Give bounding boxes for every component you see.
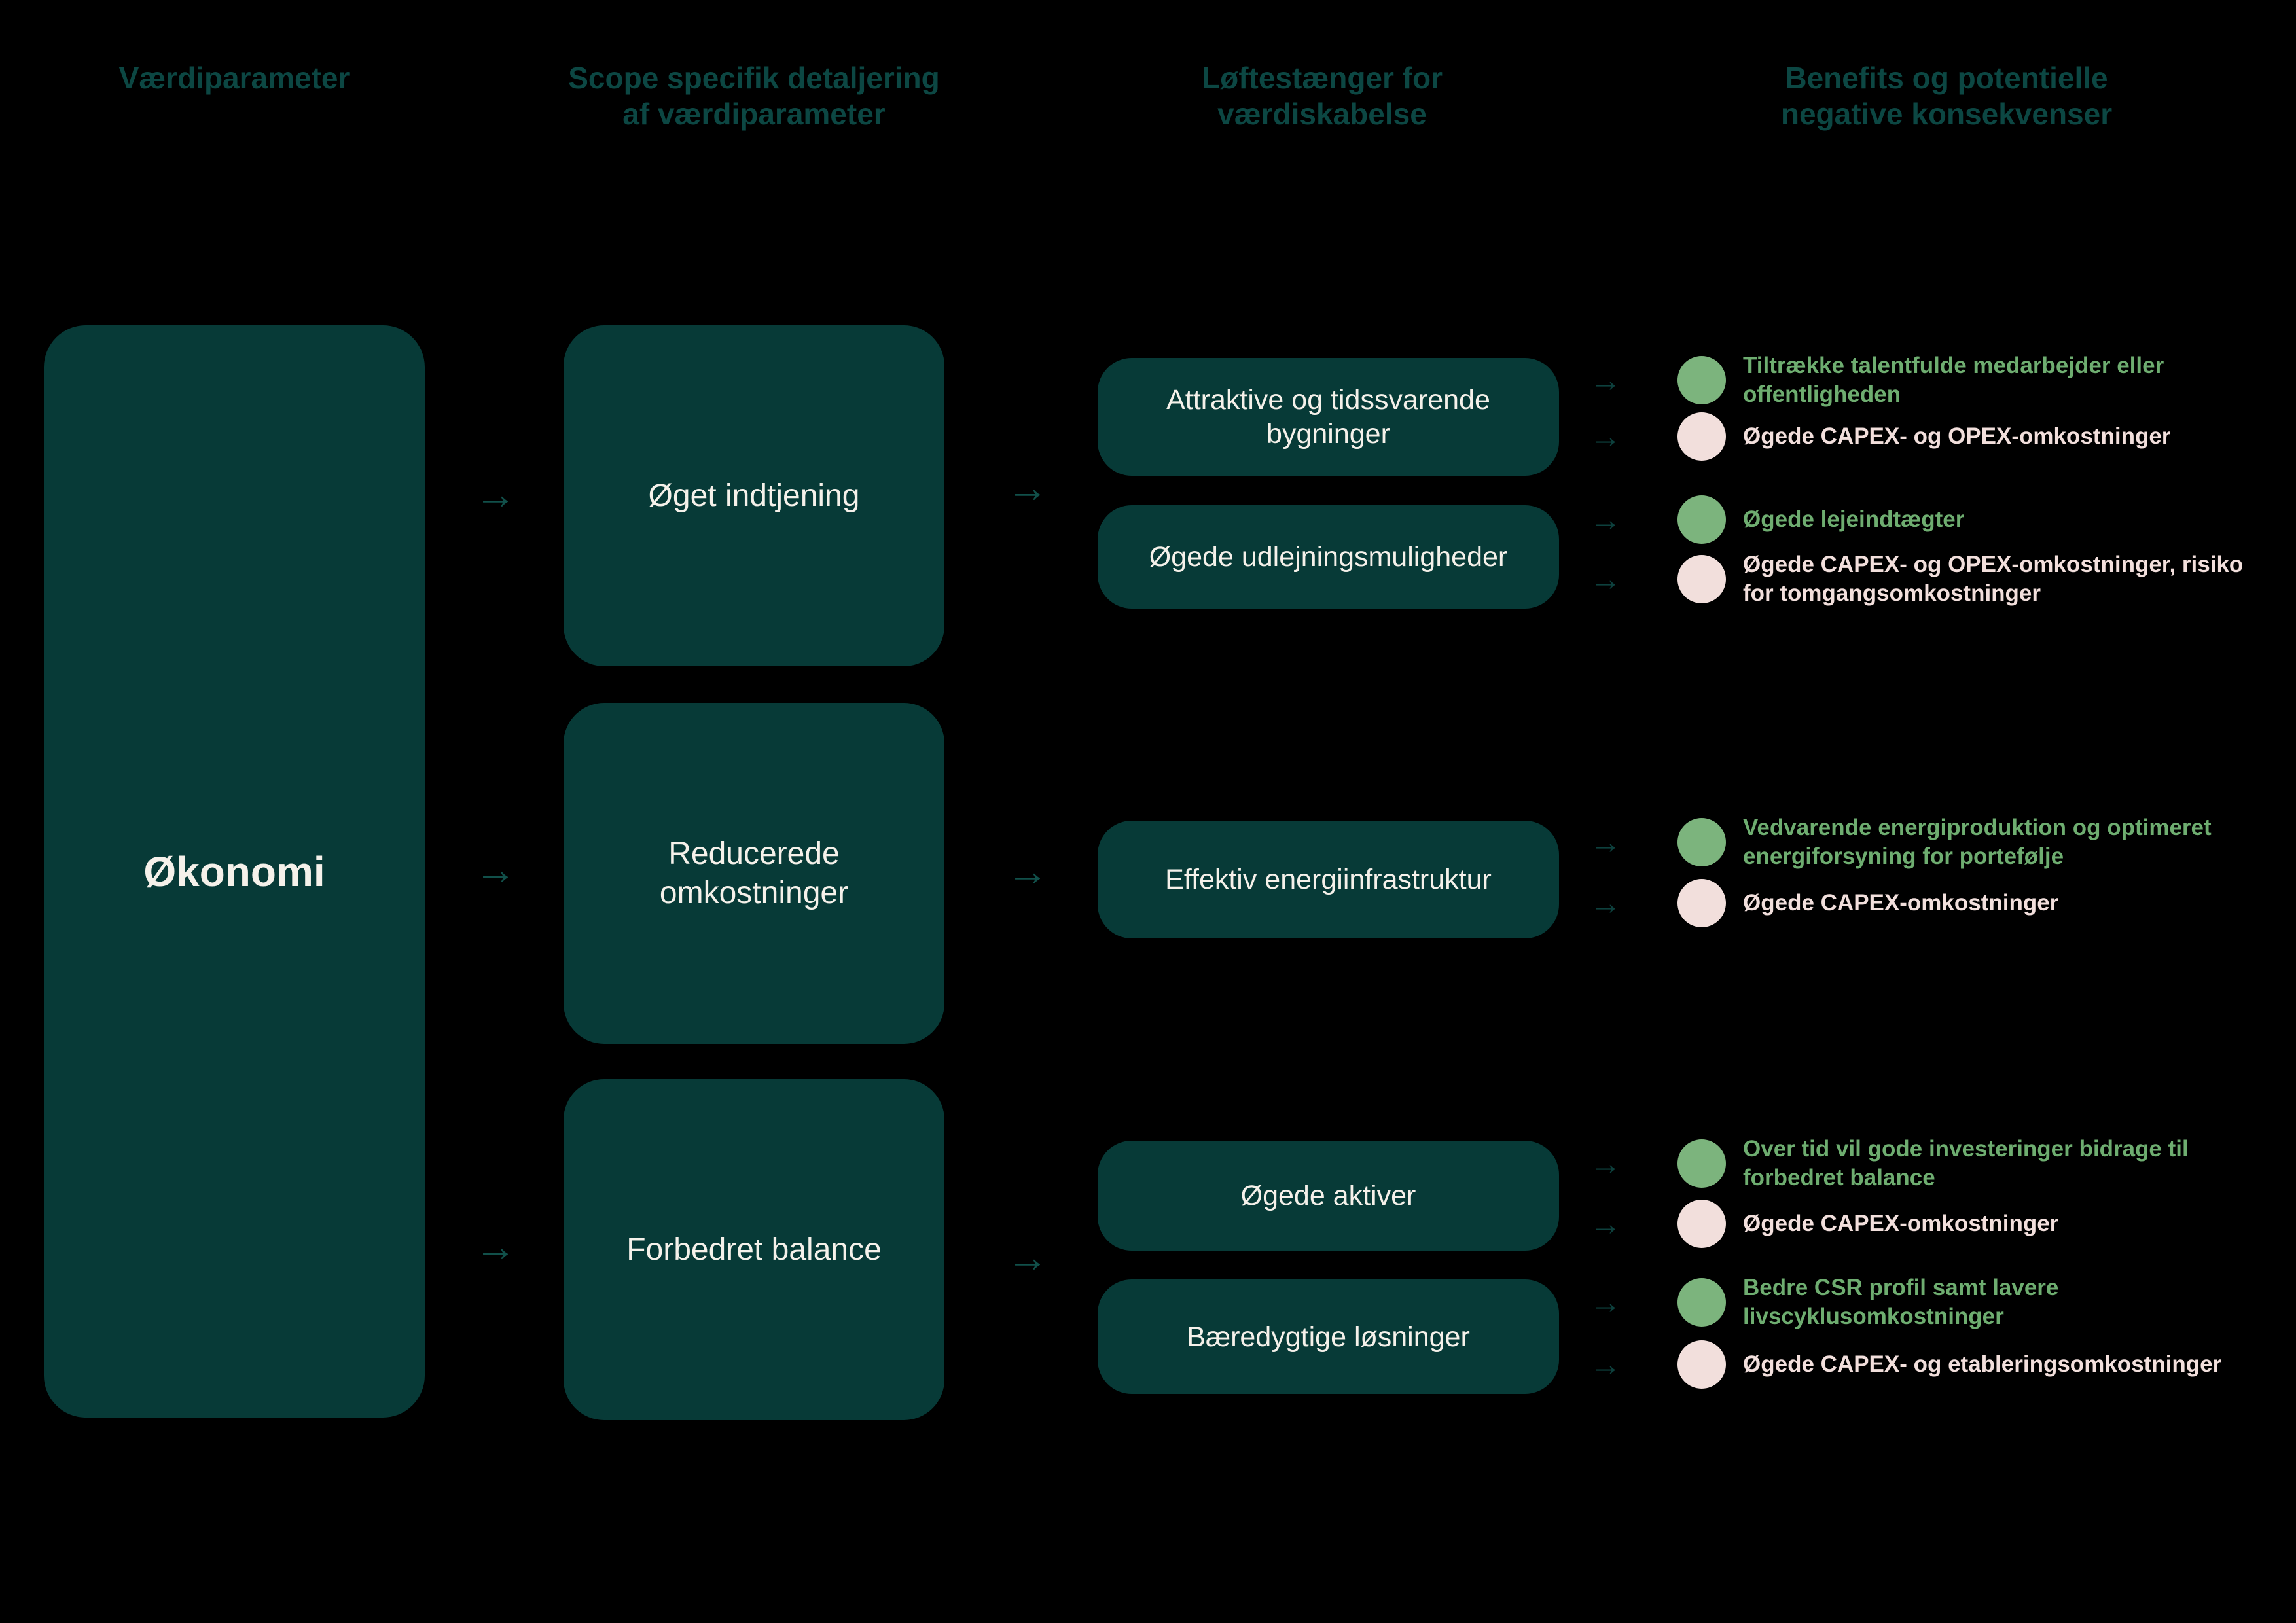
benefit-arrow-icon: → (1589, 501, 1622, 538)
flow-arrow-icon: → (1007, 1234, 1049, 1281)
benefit-row: → Over tid vil gode investeringer bidrag… (1589, 1135, 2270, 1192)
benefit-row: → Øgede CAPEX- og etableringsomkostninge… (1589, 1340, 2270, 1389)
positive-benefit-dot (1677, 1139, 1726, 1188)
benefit-arrow-icon: → (1589, 885, 1622, 921)
lever-box-attraktive-bygninger: Attraktive og tidssvarende bygninger (1098, 358, 1559, 476)
benefit-row: → Øgede lejeindtægter (1589, 495, 2270, 544)
benefit-text: Øgede CAPEX- og etableringsomkostninger (1743, 1351, 2222, 1377)
value-parameter-label: Økonomi (143, 847, 325, 895)
benefit-text: Øgede CAPEX-omkostninger (1743, 890, 2059, 916)
header-value-parameter: Værdiparameter (118, 61, 350, 95)
benefit-arrow-icon: → (1589, 362, 1622, 399)
header-scope-detail: Scope specifik detaljering af værdiparam… (568, 61, 940, 131)
lever-label: Øgede aktiver (1240, 1180, 1416, 1211)
scope-box-reducerede-omkostninger: Reducerede omkostninger (564, 703, 944, 1044)
lever-box-energiinfrastruktur: Effektiv energiinfrastruktur (1098, 821, 1559, 938)
benefit-row: → Bedre CSR profil samt lavere livscyklu… (1589, 1274, 2270, 1331)
flow-arrow-icon: → (475, 846, 516, 894)
benefit-text: Øgede CAPEX- og OPEX-omkostninger, risik… (1743, 552, 2244, 606)
lever-label: Effektiv energiinfrastruktur (1165, 864, 1492, 895)
positive-benefit-dot (1677, 356, 1726, 404)
flow-arrow-icon: → (475, 471, 516, 518)
benefit-arrow-icon: → (1589, 1284, 1622, 1321)
negative-benefit-dot (1677, 555, 1726, 603)
lever-box-udlejningsmuligheder: Øgede udlejningsmuligheder (1098, 505, 1559, 609)
scope-box-forbedret-balance: Forbedret balance (564, 1079, 944, 1420)
scope-label: Reducerede omkostninger (659, 836, 849, 910)
scope-label: Forbedret balance (626, 1232, 882, 1267)
benefit-arrow-icon: → (1589, 561, 1622, 597)
scope-box-oget-indtjening: Øget indtjening (564, 325, 944, 666)
lever-label: Bæredygtige løsninger (1187, 1321, 1470, 1353)
benefit-row: → Øgede CAPEX- og OPEX-omkostninger (1589, 412, 2270, 461)
benefit-text: Over tid vil gode investeringer bidrage … (1743, 1136, 2189, 1190)
benefit-text: Bedre CSR profil samt lavere livscykluso… (1743, 1275, 2059, 1329)
benefit-text: Øgede lejeindtægter (1743, 507, 1965, 532)
negative-benefit-dot (1677, 412, 1726, 461)
negative-benefit-dot (1677, 1200, 1726, 1248)
flow-arrow-icon: → (1007, 464, 1049, 512)
benefit-row: → Tiltrække talentfulde medarbejder elle… (1589, 351, 2270, 409)
positive-benefit-dot (1677, 1278, 1726, 1327)
benefit-text: Tiltrække talentfulde medarbejder eller … (1743, 353, 2164, 407)
benefit-text: Vedvarende energiproduktion og optimeret… (1743, 815, 2212, 869)
benefit-row: → Øgede CAPEX- og OPEX-omkostninger, ris… (1589, 550, 2270, 608)
benefit-text: Øgede CAPEX-omkostninger (1743, 1211, 2059, 1236)
lever-box-ogede-aktiver: Øgede aktiver (1098, 1141, 1559, 1251)
benefit-arrow-icon: → (1589, 1145, 1622, 1182)
benefit-arrow-icon: → (1589, 418, 1622, 455)
benefit-arrow-icon: → (1589, 1205, 1622, 1242)
lever-label: Øgede udlejningsmuligheder (1149, 541, 1508, 573)
benefit-arrow-icon: → (1589, 1346, 1622, 1383)
positive-benefit-dot (1677, 818, 1726, 866)
header-levers: Løftestænger for værdiskabelse (1202, 61, 1443, 131)
benefit-text: Øgede CAPEX- og OPEX-omkostninger (1743, 423, 2171, 449)
flow-arrow-icon: → (475, 1223, 516, 1271)
benefit-row: → Øgede CAPEX-omkostninger (1589, 879, 2270, 927)
benefit-row: → Øgede CAPEX-omkostninger (1589, 1200, 2270, 1248)
benefit-row: → Vedvarende energiproduktion og optimer… (1589, 813, 2270, 871)
lever-label: Attraktive og tidssvarende bygninger (1166, 384, 1490, 450)
scope-label: Øget indtjening (648, 478, 860, 513)
negative-benefit-dot (1677, 1340, 1726, 1389)
benefit-arrow-icon: → (1589, 824, 1622, 861)
lever-box-baeredygtige-losninger: Bæredygtige løsninger (1098, 1279, 1559, 1394)
positive-benefit-dot (1677, 495, 1726, 544)
header-benefits: Benefits og potentielle negative konsekv… (1780, 61, 2113, 131)
value-parameter-box: Økonomi (44, 325, 425, 1418)
negative-benefit-dot (1677, 879, 1726, 927)
flow-arrow-icon: → (1007, 847, 1049, 895)
